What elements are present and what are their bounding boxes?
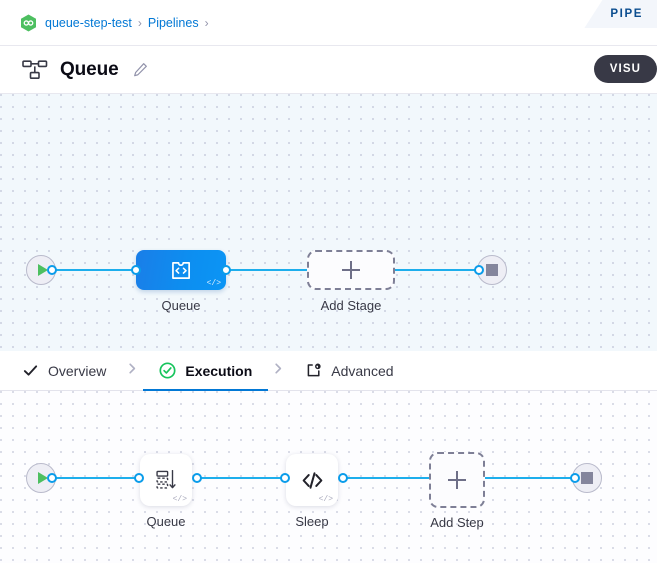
edge-add-stage-to-end — [395, 269, 480, 271]
page-header: Queue VISU — [0, 46, 657, 94]
stage-end-port[interactable] — [474, 265, 484, 275]
play-icon — [37, 264, 48, 276]
step-queue-input-port[interactable] — [134, 473, 144, 483]
edge-sleep-to-add-step — [341, 477, 431, 479]
chevron-right-icon — [126, 362, 139, 380]
tab-overview-label: Overview — [48, 362, 107, 379]
step-node-box[interactable]: </> — [140, 454, 192, 506]
play-icon — [37, 472, 48, 484]
breadcrumb-separator-icon: › — [137, 15, 142, 30]
step-node-label: Queue — [146, 514, 186, 529]
stop-square-icon — [581, 472, 593, 484]
page-title: Queue — [60, 58, 119, 80]
stage-node-label: Queue — [161, 298, 201, 313]
advanced-gear-box-icon — [305, 362, 322, 379]
chevron-right-icon — [272, 362, 285, 380]
tab-execution[interactable]: Execution — [143, 351, 269, 392]
stage-node-queue[interactable]: </> Queue — [136, 250, 226, 313]
edge-start-to-queue — [52, 269, 140, 271]
edge-step-queue-to-sleep — [195, 477, 283, 479]
pipeline-nodes-icon — [22, 59, 48, 80]
check-icon — [22, 362, 39, 379]
step-node-box[interactable]: </> — [286, 454, 338, 506]
step-queue-output-port[interactable] — [192, 473, 202, 483]
step-node-label: Sleep — [295, 514, 329, 529]
step-node-sleep[interactable]: </> Sleep — [286, 454, 338, 529]
add-step-label: Add Step — [430, 515, 484, 530]
step-start-port[interactable] — [47, 473, 57, 483]
edge-add-step-to-end — [483, 477, 576, 479]
visual-yaml-toggle-button[interactable]: VISU — [593, 55, 657, 83]
code-brackets-icon — [302, 471, 322, 489]
stage-queue-input-port[interactable] — [131, 265, 141, 275]
stage-queue-output-port[interactable] — [221, 265, 231, 275]
stage-node-code-badge: </> — [206, 279, 221, 288]
pencil-edit-icon[interactable] — [133, 62, 148, 77]
plus-icon — [448, 471, 466, 489]
pipeline-tab-label: PIPE — [610, 8, 643, 20]
stage-node-box[interactable]: </> — [136, 250, 226, 290]
queue-list-arrow-icon — [156, 469, 176, 489]
breadcrumb-bar: queue-step-test › Pipelines › PIPE — [0, 0, 657, 46]
stage-graph-canvas[interactable]: </> Queue Add Stage — [0, 94, 657, 351]
tab-advanced-label: Advanced — [331, 362, 394, 379]
breadcrumb-item-pipelines[interactable]: Pipelines — [147, 15, 199, 30]
stage-end-node[interactable] — [477, 255, 507, 285]
add-step-box[interactable] — [429, 452, 485, 508]
tab-execution-label: Execution — [185, 362, 253, 379]
harness-hexagon-logo-icon — [20, 14, 37, 32]
visual-button-label: VISU — [609, 63, 641, 75]
tab-advanced[interactable]: Advanced — [305, 351, 394, 391]
stage-config-tabs: Overview Execution — [0, 351, 657, 392]
stage-start-port[interactable] — [47, 265, 57, 275]
pipeline-tab-notch[interactable]: PIPE — [584, 0, 657, 28]
edge-start-to-step-queue — [52, 477, 137, 479]
step-end-port[interactable] — [570, 473, 580, 483]
tab-overview[interactable]: Overview — [22, 351, 106, 391]
stage-start-node[interactable] — [26, 255, 56, 285]
stop-square-icon — [486, 264, 498, 276]
step-node-code-badge: </> — [318, 495, 333, 504]
check-circle-green-icon — [159, 362, 176, 379]
execution-steps-canvas[interactable]: </> Queue </> Sleep — [0, 391, 657, 563]
add-step-node[interactable]: Add Step — [429, 452, 485, 530]
plus-icon — [342, 261, 360, 279]
step-node-code-badge: </> — [172, 495, 187, 504]
custom-stage-code-icon — [171, 261, 190, 279]
step-sleep-output-port[interactable] — [338, 473, 348, 483]
step-sleep-input-port[interactable] — [280, 473, 290, 483]
add-stage-label: Add Stage — [320, 298, 382, 313]
edge-queue-to-add-stage — [225, 269, 307, 271]
breadcrumb-separator-icon: › — [204, 15, 209, 30]
breadcrumb-item-project[interactable]: queue-step-test — [45, 15, 132, 30]
add-stage-node[interactable]: Add Stage — [307, 250, 395, 313]
add-stage-box[interactable] — [307, 250, 395, 290]
step-node-queue[interactable]: </> Queue — [140, 454, 192, 529]
